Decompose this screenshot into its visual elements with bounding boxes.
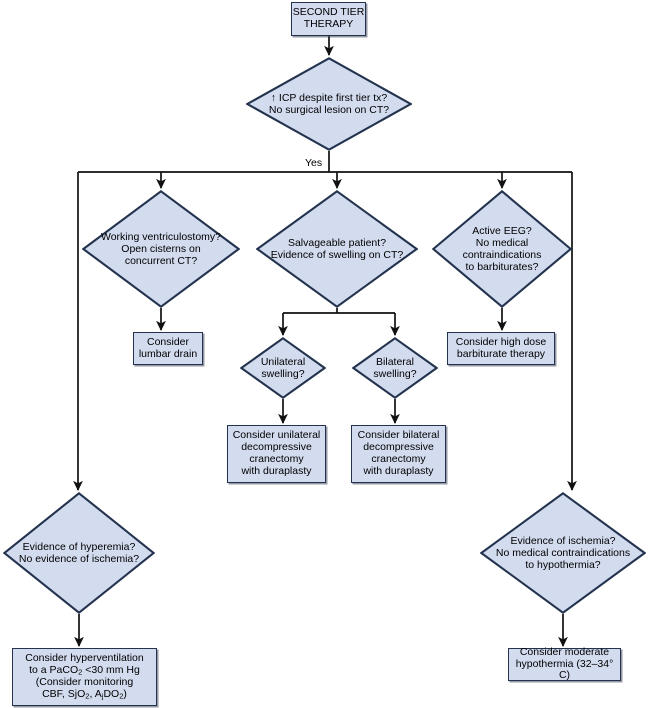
node-salvageable-patient: Salvageable patient? Evidence of swellin… <box>256 190 418 308</box>
node-label-consider-lumbar-drain: Consider lumbar drain <box>138 335 198 360</box>
node-label-icp-despite-first-tier: ↑ ICP despite first tier tx? No surgical… <box>268 91 390 116</box>
diamond-shape <box>352 337 438 399</box>
node-label-consider-unilateral-craniectomy: Consider unilateral decompressive cranec… <box>232 429 321 477</box>
diamond-shape <box>432 190 572 308</box>
node-label-consider-high-dose-barbiturate: Consider high dose barbiturate therapy <box>455 335 547 360</box>
node-label-unilateral-swelling: Unilateral swelling? <box>260 355 306 380</box>
node-evidence-of-ischemia: Evidence of ischemia? No medical contrai… <box>480 492 646 614</box>
node-label-bilateral-swelling: Bilateral swelling? <box>373 355 417 380</box>
node-label-consider-moderate-hypothermia: Consider moderate hypothermia (32–34° C) <box>515 645 614 682</box>
node-unilateral-swelling: Unilateral swelling? <box>240 337 326 399</box>
node-label-evidence-of-hyperemia: Evidence of hyperemia? No evidence of is… <box>18 540 140 565</box>
node-active-eeg: Active EEG? No medical contraindications… <box>432 190 572 308</box>
node-consider-moderate-hypothermia: Consider moderate hypothermia (32–34° C) <box>508 645 621 682</box>
node-label-salvageable-patient: Salvageable patient? Evidence of swellin… <box>270 236 404 261</box>
node-consider-high-dose-barbiturate: Consider high dose barbiturate therapy <box>447 332 555 365</box>
node-consider-bilateral-craniectomy: Consider bilateral decompressive cranect… <box>351 425 446 483</box>
node-label-working-ventriculostomy: Working ventriculostomy? Open cisterns o… <box>100 230 222 268</box>
edge-label-yes-label: Yes <box>305 157 323 169</box>
node-label-consider-hyperventilation: Consider hyperventilation to a PaCO2 <30… <box>25 651 144 701</box>
node-label-active-eeg: Active EEG? No medical contraindications… <box>462 224 542 274</box>
node-evidence-of-hyperemia: Evidence of hyperemia? No evidence of is… <box>3 492 155 614</box>
node-consider-unilateral-craniectomy: Consider unilateral decompressive cranec… <box>227 425 326 483</box>
diamond-shape <box>246 57 412 151</box>
diamond-shape <box>256 190 418 308</box>
node-bilateral-swelling: Bilateral swelling? <box>352 337 438 399</box>
diamond-shape <box>240 337 326 399</box>
diamond-shape <box>3 492 155 614</box>
node-label-second-tier-therapy: SECOND TIER THERAPY <box>292 6 365 30</box>
diamond-shape <box>82 190 240 308</box>
node-second-tier-therapy: SECOND TIER THERAPY <box>291 2 366 36</box>
diamond-shape <box>480 492 646 614</box>
node-icp-despite-first-tier: ↑ ICP despite first tier tx? No surgical… <box>246 57 412 151</box>
node-label-consider-bilateral-craniectomy: Consider bilateral decompressive cranect… <box>357 429 440 477</box>
node-consider-lumbar-drain: Consider lumbar drain <box>133 332 203 365</box>
node-working-ventriculostomy: Working ventriculostomy? Open cisterns o… <box>82 190 240 308</box>
node-consider-hyperventilation: Consider hyperventilation to a PaCO2 <30… <box>12 648 157 706</box>
node-label-evidence-of-ischemia: Evidence of ischemia? No medical contrai… <box>495 534 631 572</box>
